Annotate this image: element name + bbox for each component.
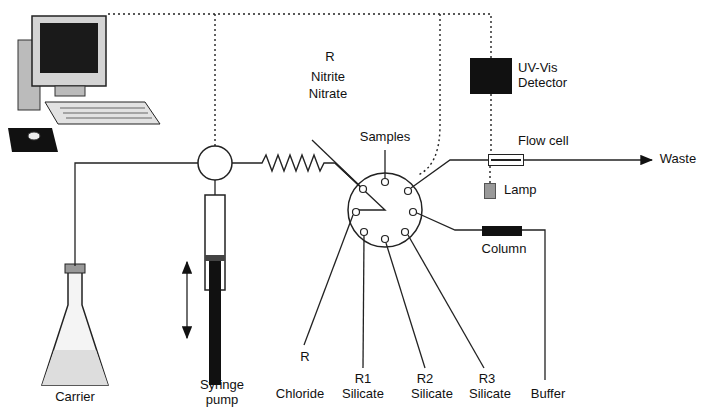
node-label: Lamp [504,183,537,198]
tubing [75,163,198,266]
selection-valve [198,146,232,180]
outlet-label: Waste [660,152,696,167]
reagent-label: Nitrite [311,70,345,85]
detector-box-shape [470,58,512,94]
port-label: Samples [360,130,411,145]
signal-connector [490,94,491,154]
reagent-label: Silicate [469,387,511,402]
computer-icon [8,16,160,152]
syringe-pump [187,180,225,385]
node-label: Flow cell [518,134,569,149]
lamp-shape [484,183,496,199]
reagent-label: R2 [417,372,434,387]
detector-box: UV-Vis Detector [470,55,580,101]
reagent-label: Chloride [276,387,324,402]
signal-connector [489,166,490,183]
flow-cell: Flow cell [488,132,578,166]
vessel-label: Carrier [55,390,95,405]
carrier-flask [42,264,108,385]
reagent-label: R3 [479,372,496,387]
waste-line [524,159,652,160]
multiport-valve [304,140,488,368]
column: Column [478,224,530,260]
node-label: UV-Vis Detector [518,61,576,91]
reagent-label: R [325,50,334,65]
reagent-label: Silicate [342,387,384,402]
node-label: Column [478,242,530,257]
column-shape [482,226,522,236]
reagent-label: Silicate [411,387,453,402]
port-label: Buffer [531,387,565,402]
reagent-label: Nitrate [309,87,347,102]
reagent-label: R1 [355,372,372,387]
lamp: Lamp [484,180,544,202]
flow-cell-bore [491,159,521,161]
reagent-label: R [300,350,309,365]
control-lines [108,14,491,175]
pump-label: Syringe pump [191,378,253,408]
